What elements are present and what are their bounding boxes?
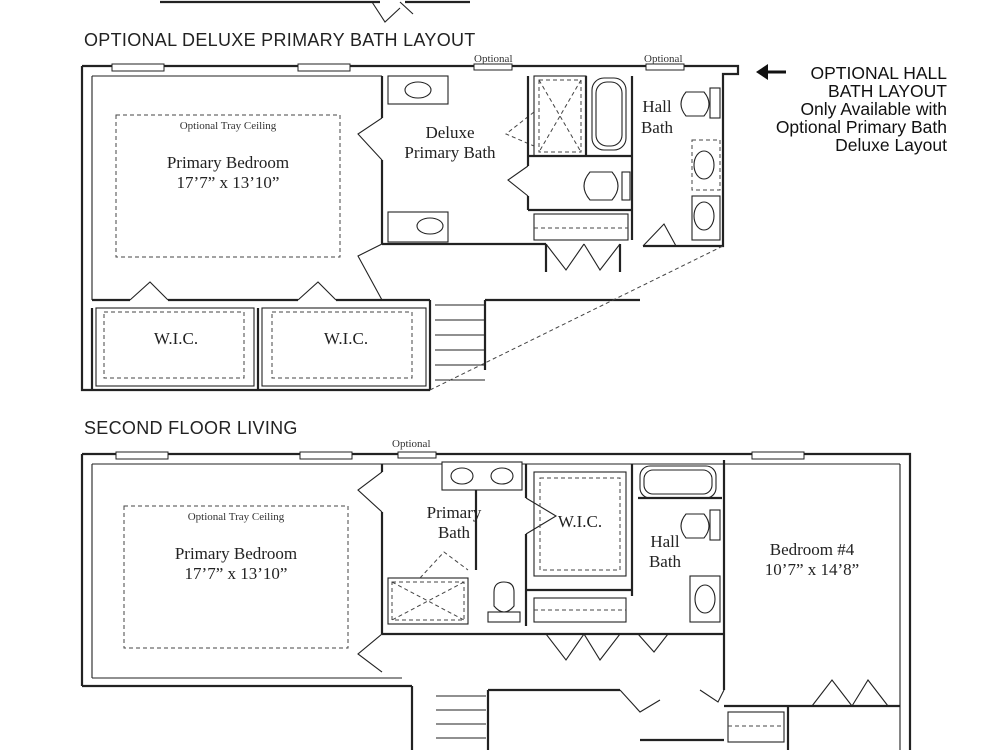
hall-bath-label: Bath bbox=[641, 118, 674, 137]
toilet bbox=[680, 513, 710, 539]
primary-bath-label: Primary bbox=[427, 503, 482, 522]
deluxe-bath-label: Primary Bath bbox=[404, 143, 496, 162]
toilet bbox=[680, 91, 710, 117]
left-arrow-icon bbox=[756, 64, 786, 80]
sink bbox=[693, 201, 715, 231]
bedroom-4-name: Bedroom #4 bbox=[770, 540, 855, 559]
second-floor-title: SECOND FLOOR LIVING bbox=[84, 418, 298, 438]
shower bbox=[533, 75, 587, 157]
window bbox=[297, 63, 351, 72]
note-line: Only Available with bbox=[800, 99, 947, 119]
primary-bedroom-size: 17’7” x 13’10” bbox=[177, 173, 280, 192]
walk-in-closet-label: W.I.C. bbox=[324, 329, 368, 348]
optional-label: Optional bbox=[474, 53, 513, 65]
tray-ceiling-label: Optional Tray Ceiling bbox=[180, 120, 277, 132]
optional-window bbox=[645, 63, 685, 71]
primary-bedroom-name: Primary Bedroom bbox=[175, 544, 297, 563]
optional-window bbox=[473, 63, 513, 71]
deluxe-layout-title: OPTIONAL DELUXE PRIMARY BATH LAYOUT bbox=[84, 30, 476, 50]
note-line: BATH LAYOUT bbox=[828, 81, 947, 101]
hall-bath-label: Bath bbox=[649, 552, 682, 571]
second-floor-plan bbox=[80, 451, 912, 750]
window bbox=[299, 451, 353, 460]
sink bbox=[693, 150, 715, 180]
optional-label: Optional bbox=[392, 438, 431, 450]
note-line: OPTIONAL HALL bbox=[811, 63, 948, 83]
optional-window bbox=[397, 451, 437, 459]
deluxe-plan bbox=[80, 63, 740, 392]
note-line: Deluxe Layout bbox=[835, 135, 947, 155]
optional-label: Optional bbox=[644, 53, 683, 65]
hall-bath-label: Hall bbox=[650, 532, 680, 551]
deluxe-bath-label: Deluxe bbox=[425, 123, 474, 142]
staircase bbox=[435, 298, 640, 381]
window bbox=[111, 63, 165, 72]
walk-in-closet-label: W.I.C. bbox=[154, 329, 198, 348]
tray-ceiling-label: Optional Tray Ceiling bbox=[188, 511, 285, 523]
sink bbox=[694, 584, 716, 614]
previous-plan-fragment bbox=[160, 0, 470, 23]
bedroom-4-size: 10’7” x 14’8” bbox=[765, 560, 859, 579]
primary-bedroom-size: 17’7” x 13’10” bbox=[185, 564, 288, 583]
primary-bath-label: Bath bbox=[438, 523, 471, 542]
note-line: Optional Primary Bath bbox=[776, 117, 947, 137]
window bbox=[115, 451, 169, 460]
hall-bath-label: Hall bbox=[642, 97, 672, 116]
primary-bedroom-name: Primary Bedroom bbox=[167, 153, 289, 172]
toilet bbox=[493, 581, 515, 613]
walk-in-closet-label: W.I.C. bbox=[558, 512, 602, 531]
toilet bbox=[583, 171, 619, 201]
window bbox=[751, 451, 805, 460]
shower bbox=[387, 577, 469, 625]
